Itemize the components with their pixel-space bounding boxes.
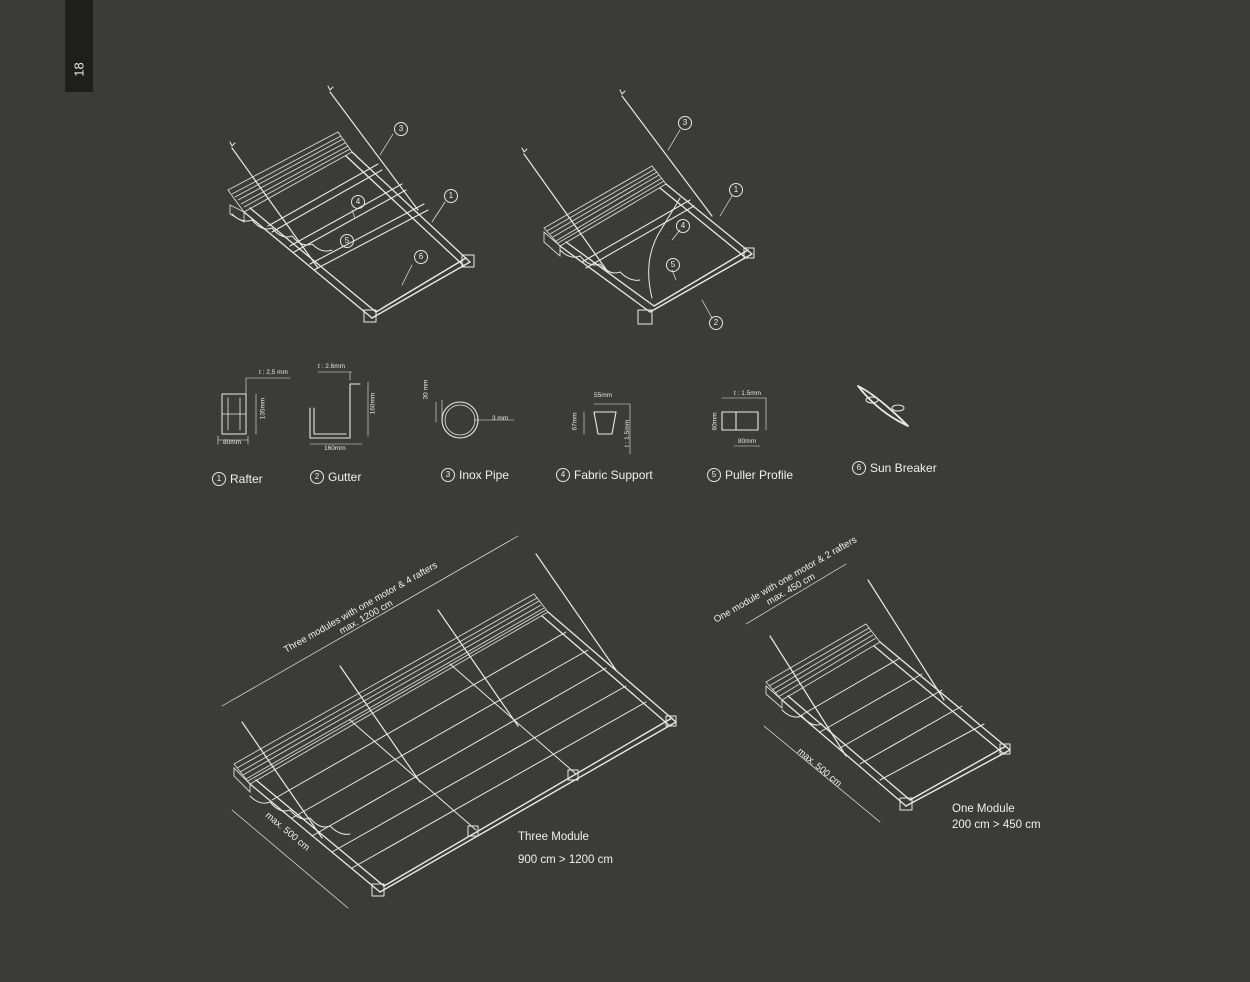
puller-dim-thickness: t : 1.5mm xyxy=(734,390,762,397)
component-number: 5 xyxy=(707,468,721,482)
rafter-dim-width: 80mm xyxy=(223,439,242,446)
component-label-fabric-support: 4 Fabric Support xyxy=(556,468,653,482)
component-name: Rafter xyxy=(230,472,263,486)
component-name: Fabric Support xyxy=(574,468,653,482)
pergola-top-left xyxy=(227,85,475,323)
component-number: 4 xyxy=(556,468,570,482)
one-module-drawing xyxy=(745,563,1011,823)
three-module-drawing xyxy=(221,535,677,909)
page-tab: 18 xyxy=(65,0,93,92)
callout-2: 2 xyxy=(709,316,723,330)
three-module-range: 900 cm > 1200 cm xyxy=(518,854,613,866)
component-label-inox-pipe: 3 Inox Pipe xyxy=(441,468,509,482)
pipe-dim-diameter: 30 mm xyxy=(422,379,430,400)
gutter-dim-thickness: t : 2.6mm xyxy=(318,363,346,370)
component-label-gutter: 2 Gutter xyxy=(310,470,361,484)
component-number: 2 xyxy=(310,470,324,484)
profiles xyxy=(217,371,909,455)
fabric-support-dim-height: 67mm xyxy=(571,412,579,431)
three-module-title: Three Module xyxy=(518,831,589,843)
gutter-dim-width: 160mm xyxy=(324,445,346,452)
gutter-profile xyxy=(309,371,369,445)
puller-profile xyxy=(721,397,767,447)
callout-4: 4 xyxy=(351,195,365,209)
component-name: Inox Pipe xyxy=(459,468,510,482)
puller-dim-height: 60mm xyxy=(711,412,719,431)
component-number: 1 xyxy=(212,472,226,486)
component-number: 6 xyxy=(852,461,866,475)
pipe-dim-thickness: 3 mm xyxy=(492,415,509,422)
callout-5: 5 xyxy=(340,234,354,248)
callout-1: 1 xyxy=(444,189,458,203)
callout-5: 5 xyxy=(666,258,680,272)
callout-4: 4 xyxy=(676,219,690,233)
component-name: Gutter xyxy=(328,470,362,484)
callout-3: 3 xyxy=(678,116,692,130)
gutter-dim-height: 160mm xyxy=(369,392,377,415)
callout-3: 3 xyxy=(394,122,408,136)
rafter-dim-thickness: t : 2,5 mm xyxy=(259,369,288,376)
fabric-support-dim-width: 55mm xyxy=(594,392,613,399)
callout-6: 6 xyxy=(414,250,428,264)
puller-dim-width: 80mm xyxy=(738,438,757,445)
one-module-range: 200 cm > 450 cm xyxy=(952,819,1041,831)
component-label-puller-profile: 5 Puller Profile xyxy=(707,468,793,482)
component-label-sun-breaker: 6 Sun Breaker xyxy=(852,461,937,475)
callout-1: 1 xyxy=(729,183,743,197)
pergola-top-right xyxy=(521,89,755,325)
rafter-dim-height: 135mm xyxy=(259,397,267,420)
inox-pipe-profile xyxy=(435,399,515,439)
sun-breaker-profile xyxy=(857,385,909,427)
component-number: 3 xyxy=(441,468,455,482)
fabric-support-profile xyxy=(583,403,631,455)
component-name: Sun Breaker xyxy=(870,461,937,475)
component-name: Puller Profile xyxy=(725,468,794,482)
rafter-profile xyxy=(217,377,291,445)
one-module-title: One Module xyxy=(952,803,1015,815)
component-label-rafter: 1 Rafter xyxy=(212,472,263,486)
fabric-support-dim-thickness: t : 1.5mm xyxy=(624,419,632,448)
